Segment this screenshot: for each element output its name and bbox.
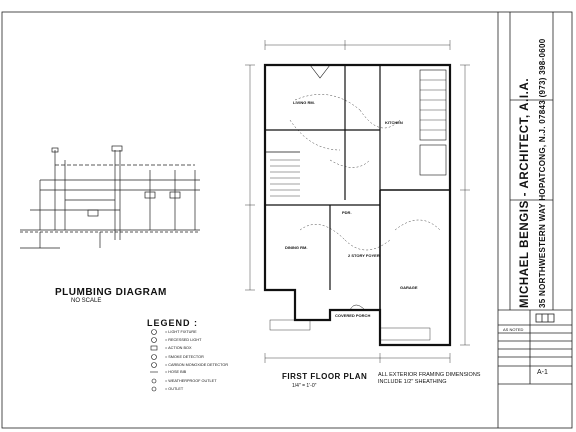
legend-item: = SMOKE DETECTOR (165, 355, 204, 359)
room-label-foyer: 2 STORY FOYER (348, 253, 380, 258)
legend-item: = CARBON MONOXIDE DETECTOR (165, 363, 229, 367)
plumbing-diagram (20, 145, 200, 249)
legend-title: LEGEND : (147, 318, 199, 328)
floor-plan-scale: 1/4" = 1'-0" (292, 383, 317, 389)
sheet-border (1, 11, 573, 429)
scale-value: AS NOTED (503, 327, 524, 332)
first-floor-plan (245, 40, 470, 363)
architect-name: MICHAEL BENGIS - ARCHITECT, A.I.A. (519, 77, 531, 308)
room-label-living: LIVING RM. (293, 100, 315, 105)
framing-note-line2: INCLUDE 1/2" SHEATHING (378, 379, 447, 385)
plumbing-diagram-subtitle: NO SCALE (71, 298, 102, 304)
legend-item: = LIGHT FIXTURE (165, 330, 197, 334)
room-label-kitchen: KITCHEN (385, 120, 403, 125)
legend-item: = ACTION BOX (165, 346, 192, 350)
legend-item: = OUTLET (165, 387, 184, 391)
legend-item: = RECESSED LIGHT (165, 338, 202, 342)
legend-symbols (150, 329, 158, 392)
architect-address: 35 NORTHWESTERN WAY HOPATCONG, N.J. 0784… (538, 38, 547, 308)
room-label-pdr: PDR. (342, 210, 352, 215)
sheet-number: A-1 (537, 369, 548, 376)
framing-note-line1: ALL EXTERIOR FRAMING DIMENSIONS (378, 372, 481, 378)
floor-plan-title: FIRST FLOOR PLAN (282, 372, 368, 381)
room-label-dining: DINING RM. (285, 245, 308, 250)
plumbing-diagram-title: PLUMBING DIAGRAM (55, 287, 167, 298)
legend-item: = WEATHERPROOF OUTLET (165, 379, 217, 383)
legend-item: = HOSE BIB (165, 370, 187, 374)
room-label-garage: GARAGE (400, 285, 418, 290)
room-label-porch: COVERED PORCH (335, 313, 371, 318)
